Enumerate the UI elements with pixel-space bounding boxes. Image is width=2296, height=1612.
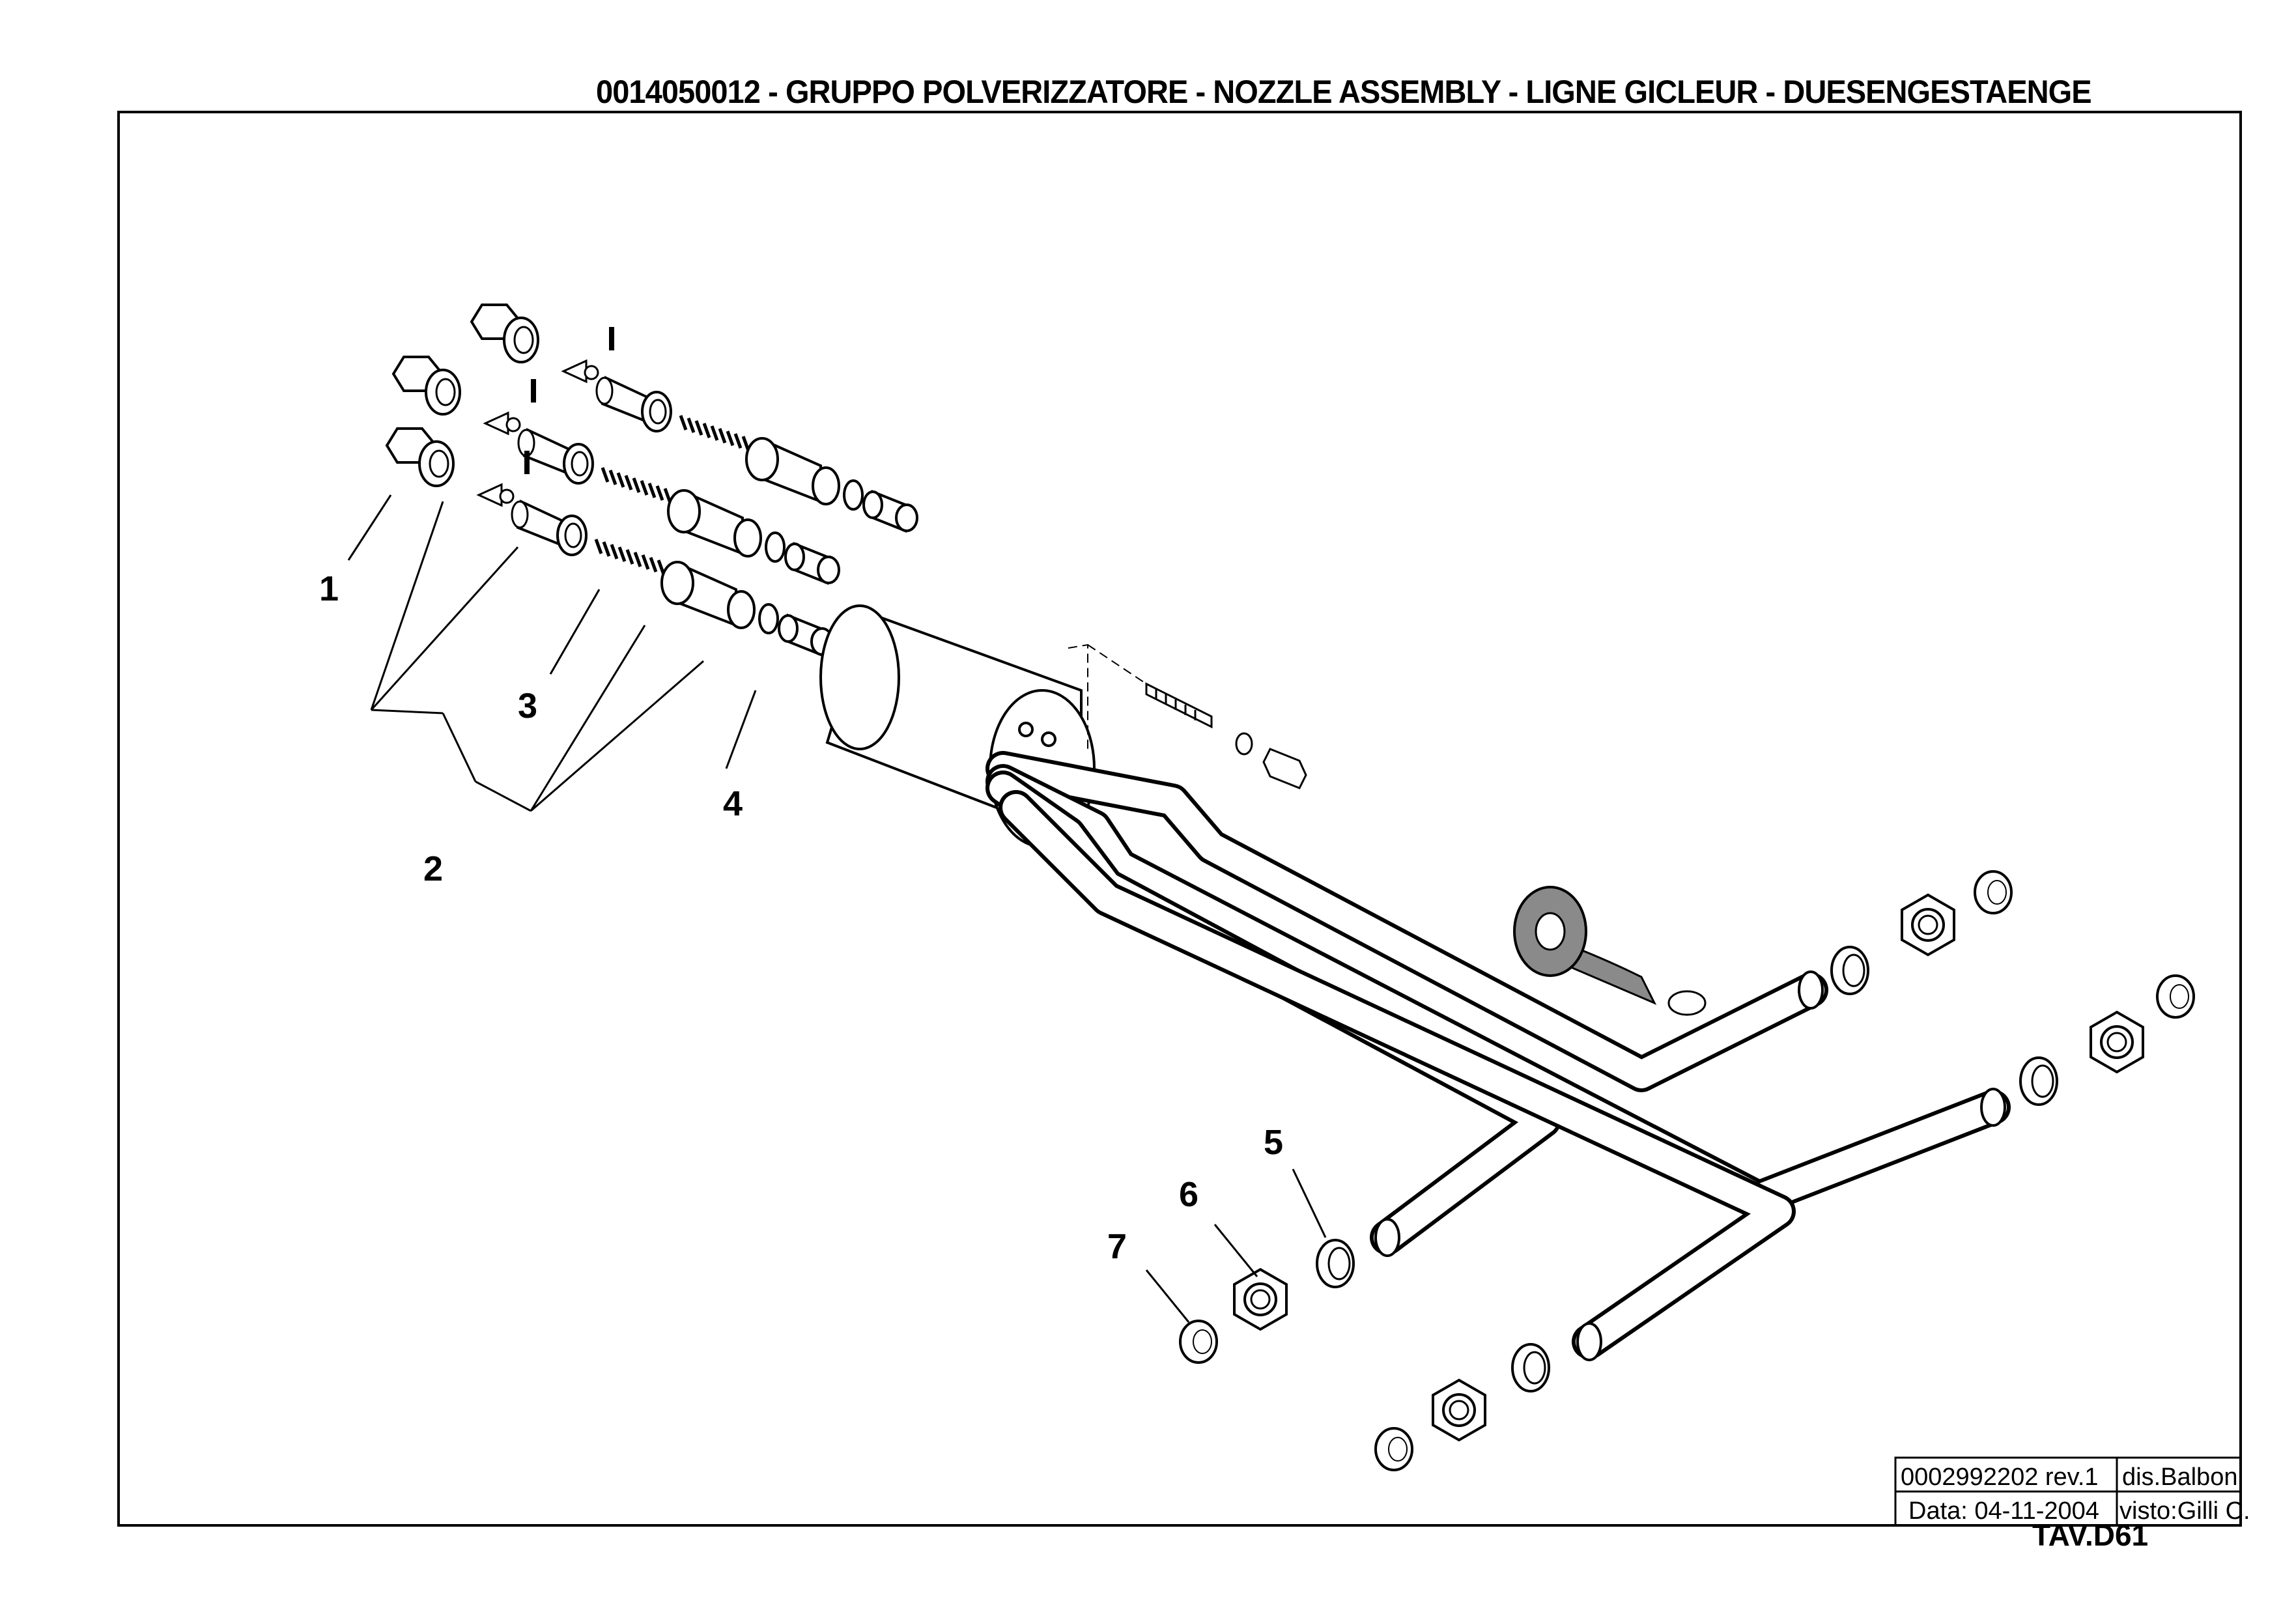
drawing-title: 0014050012 - GRUPPO POLVERIZZATORE - NOZ… — [596, 74, 2092, 110]
checked-by: visto:Gilli C. — [2119, 1497, 2250, 1525]
drawing-number: 0002992202 rev.1 — [1901, 1464, 2099, 1491]
callout-1: 1 — [319, 569, 339, 608]
callout-4: 4 — [723, 784, 743, 823]
drawing-date: Data: 04-11-2004 — [1908, 1497, 2099, 1525]
table-reference: TAV.D61 — [2032, 1518, 2149, 1552]
stud-assembly — [1068, 643, 1307, 789]
fuel-tubes — [985, 751, 2011, 1359]
callout-7: 7 — [1107, 1227, 1127, 1266]
callout-5: 5 — [1264, 1123, 1283, 1162]
title-block — [1894, 1456, 2242, 1527]
callout-3: 3 — [518, 686, 537, 726]
drawn-by: dis.Balboni — [2122, 1464, 2243, 1491]
callout-2: 2 — [423, 849, 443, 888]
fitting-set-1 — [1830, 870, 2013, 995]
fitting-set-3 — [1179, 1239, 1355, 1364]
leader-lines — [347, 494, 1327, 1323]
fitting-set-2 — [2019, 974, 2195, 1106]
callout-6: 6 — [1179, 1175, 1198, 1214]
tape-roll — [1513, 886, 1707, 1016]
drawing-border — [117, 111, 2242, 1527]
fitting-set-4 — [1374, 1343, 1550, 1471]
